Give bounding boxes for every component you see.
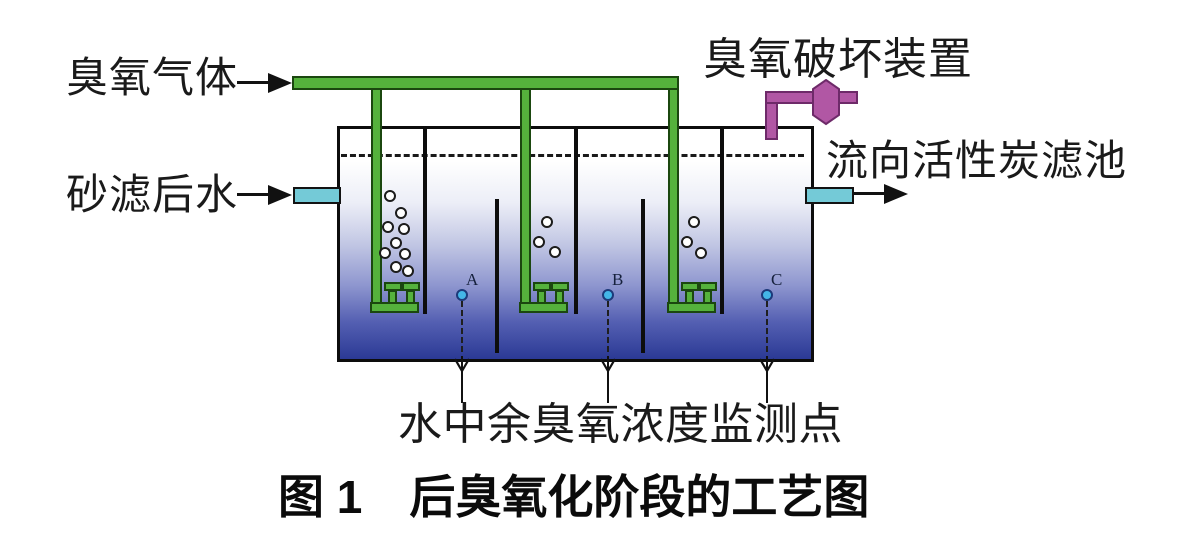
outlet-pipe bbox=[805, 187, 854, 204]
residual-ozone-monitoring-label: 水中余臭氧浓度监测点 bbox=[398, 400, 843, 449]
water-level-dashed-line bbox=[341, 154, 804, 157]
figure-title: 后臭氧化阶段的工艺图 bbox=[409, 471, 870, 523]
down-chevron-arrow-icon bbox=[454, 358, 470, 373]
monitoring-sample-dashed-line bbox=[607, 301, 609, 352]
sparger-stem bbox=[406, 290, 415, 304]
bubble-icon bbox=[379, 247, 391, 259]
bubble-icon bbox=[399, 248, 411, 260]
baffle-top bbox=[423, 129, 427, 314]
inlet-arrow-shaft bbox=[237, 193, 272, 196]
outlet-arrow-icon bbox=[884, 184, 908, 204]
sparger-stem bbox=[537, 290, 546, 304]
monitoring-leader-line bbox=[607, 356, 609, 403]
bubble-icon bbox=[681, 236, 693, 248]
bubble-icon bbox=[382, 221, 394, 233]
bubble-icon bbox=[688, 216, 700, 228]
to-activated-carbon-filter-label: 流向活性炭滤池 bbox=[826, 139, 1128, 185]
monitoring-point-dot bbox=[456, 289, 468, 301]
baffle-bottom bbox=[495, 199, 499, 353]
bubble-icon bbox=[402, 265, 414, 277]
baffle-top bbox=[574, 129, 578, 314]
ozone-gas-arrow-icon bbox=[268, 73, 292, 93]
ozone-gas-label: 臭氧气体 bbox=[66, 56, 239, 102]
bubble-icon bbox=[549, 246, 561, 258]
ozone-drop-pipe bbox=[371, 86, 382, 309]
baffle-bottom bbox=[641, 199, 645, 353]
ozone-destruction-device-label: 臭氧破坏装置 bbox=[703, 35, 973, 84]
sparger-stem bbox=[555, 290, 564, 304]
inlet-arrow-icon bbox=[268, 185, 292, 205]
monitoring-leader-line bbox=[461, 356, 463, 403]
ozone-gas-header-pipe bbox=[292, 76, 679, 90]
ozone-drop-pipe bbox=[668, 86, 679, 309]
bubble-icon bbox=[395, 207, 407, 219]
down-chevron-arrow-icon bbox=[759, 358, 775, 373]
monitoring-point-dot bbox=[761, 289, 773, 301]
monitoring-sample-dashed-line bbox=[461, 301, 463, 352]
outlet-arrow-shaft bbox=[854, 192, 888, 195]
ozone-gas-arrow-shaft bbox=[237, 81, 272, 84]
monitoring-sample-dashed-line bbox=[766, 301, 768, 352]
ozone-destruction-device-icon bbox=[812, 79, 840, 126]
bubble-icon bbox=[398, 223, 410, 235]
bubble-icon bbox=[390, 237, 402, 249]
bubble-icon bbox=[390, 261, 402, 273]
ozone-drop-pipe bbox=[520, 86, 531, 309]
sparger-stem bbox=[388, 290, 397, 304]
sparger-stem bbox=[685, 290, 694, 304]
figure-caption: 图 1 后臭氧化阶段的工艺图 bbox=[278, 474, 869, 520]
baffle-top bbox=[720, 129, 724, 314]
bubble-icon bbox=[384, 190, 396, 202]
sparger-stem bbox=[703, 290, 712, 304]
monitoring-point-dot bbox=[602, 289, 614, 301]
figure-number: 图 1 bbox=[278, 471, 363, 523]
sand-filtered-water-label: 砂滤后水 bbox=[66, 173, 239, 219]
inlet-pipe bbox=[293, 187, 341, 204]
monitoring-point-label: C bbox=[771, 270, 783, 289]
monitoring-point-label: A bbox=[466, 270, 479, 289]
bubble-icon bbox=[695, 247, 707, 259]
bubble-icon bbox=[541, 216, 553, 228]
bubble-icon bbox=[533, 236, 545, 248]
monitoring-point-label: B bbox=[612, 270, 624, 289]
down-chevron-arrow-icon bbox=[600, 358, 616, 373]
monitoring-leader-line bbox=[766, 356, 768, 403]
